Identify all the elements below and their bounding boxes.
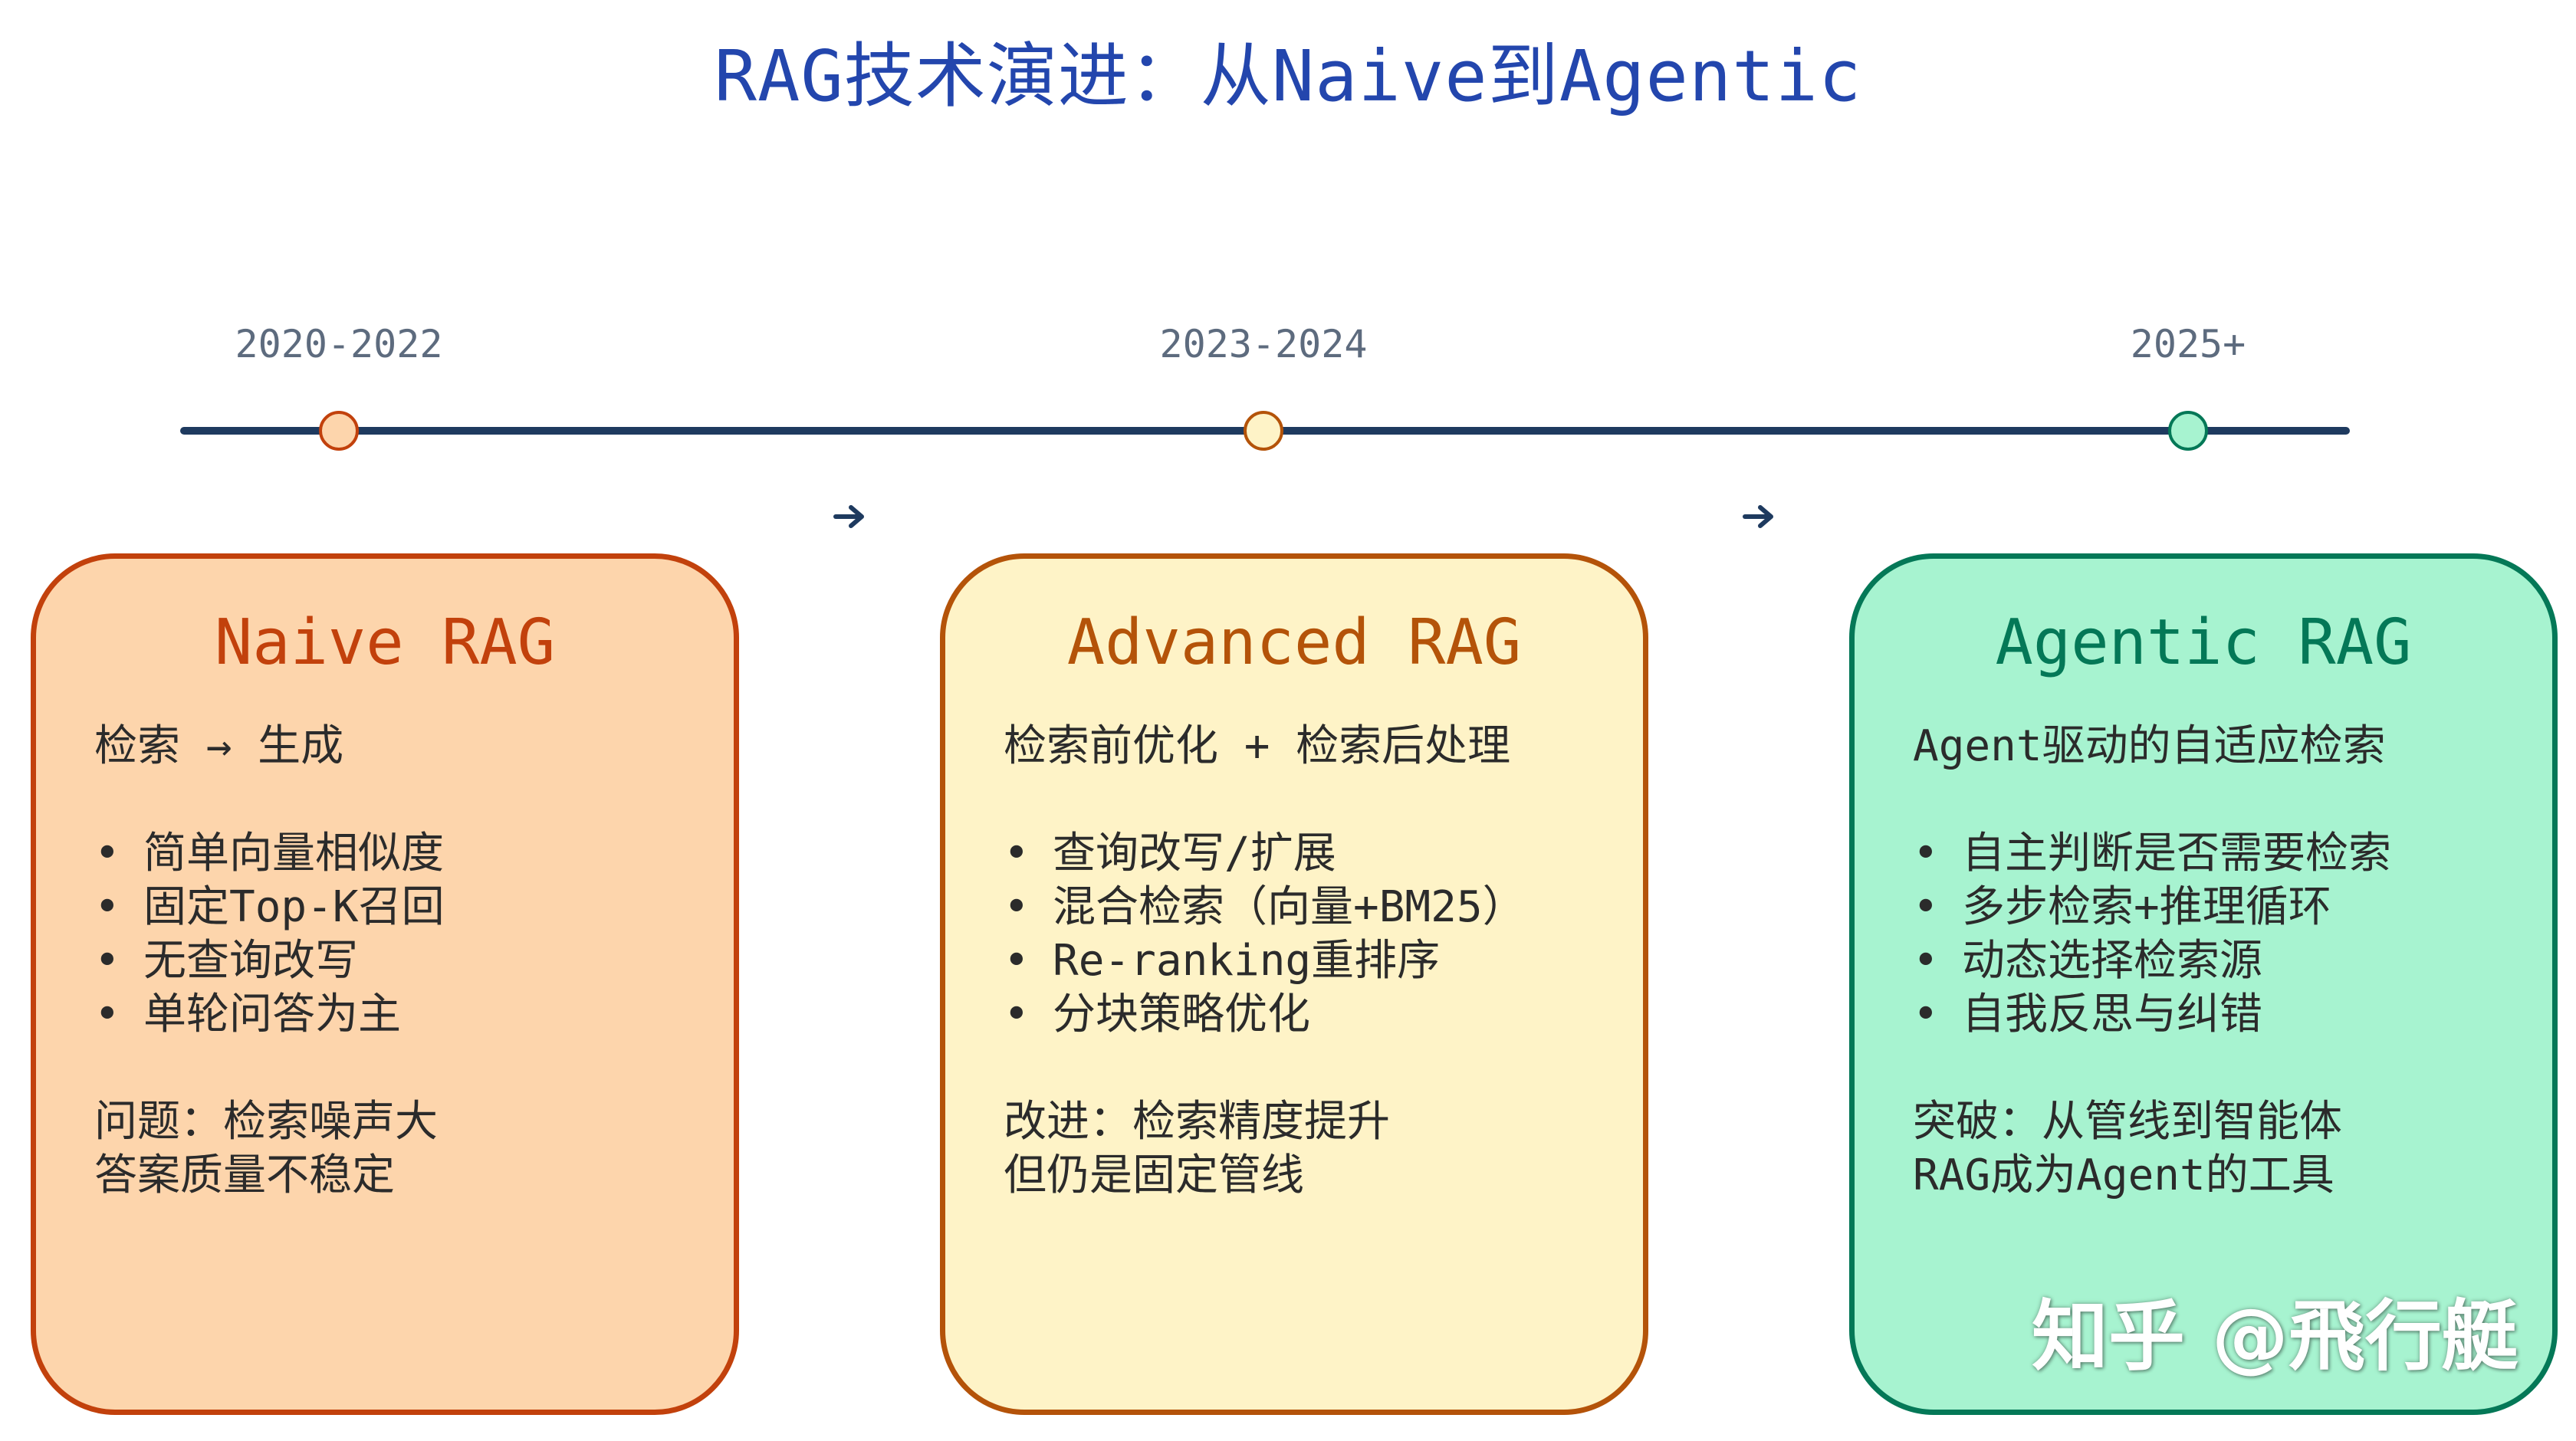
card-body: Agent驱动的自适应检索 •自主判断是否需要检索 •多步检索+推理循环 •动态… — [1913, 720, 2522, 1203]
list-item: •自主判断是否需要检索 — [1913, 829, 2391, 878]
card-subtitle: Agent驱动的自适应检索 — [1913, 721, 2386, 771]
list-item: •分块策略优化 — [1004, 990, 1310, 1039]
arrow-icon — [1743, 505, 1773, 528]
list-item: •动态选择检索源 — [1913, 936, 2262, 986]
list-item: •固定Top-K召回 — [94, 882, 445, 932]
card-note: 改进：检索精度提升 — [1004, 1097, 1390, 1147]
card-note: 突破：从管线到智能体 — [1913, 1097, 2342, 1147]
list-item: •单轮问答为主 — [94, 990, 401, 1039]
card-naive-rag: Naive RAG 检索 → 生成 •简单向量相似度 •固定Top-K召回 •无… — [31, 553, 739, 1415]
timeline-dot-3 — [2168, 411, 2208, 451]
year-label-2: 2023-2024 — [1159, 322, 1368, 366]
timeline-dot-1 — [319, 411, 359, 451]
list-item: •无查询改写 — [94, 936, 358, 986]
card-subtitle: 检索前优化 + 检索后处理 — [1004, 721, 1511, 771]
card-note: RAG成为Agent的工具 — [1913, 1151, 2334, 1200]
timeline — [180, 411, 2350, 528]
list-item: •混合检索（向量+BM25） — [1004, 882, 1526, 932]
card-title: Advanced RAG — [1066, 606, 1522, 679]
list-item: •Re-ranking重排序 — [1004, 936, 1441, 986]
card-subtitle: 检索 → 生成 — [94, 721, 344, 771]
card-note: 答案质量不稳定 — [94, 1151, 395, 1200]
arrow-icon — [833, 505, 864, 528]
card-note: 问题：检索噪声大 — [94, 1097, 438, 1147]
diagram-title: RAG技术演进：从Naive到Agentic — [714, 35, 1862, 117]
card-title: Agentic RAG — [1995, 606, 2412, 679]
watermark: 知乎 @飛行艇 — [2032, 1292, 2518, 1381]
card-title: Naive RAG — [214, 606, 556, 679]
card-advanced-rag: Advanced RAG 检索前优化 + 检索后处理 •查询改写/扩展 •混合检… — [940, 553, 1648, 1415]
list-item: •简单向量相似度 — [94, 829, 444, 878]
timeline-dot-2 — [1244, 411, 1283, 451]
card-note: 但仍是固定管线 — [1004, 1151, 1304, 1200]
year-label-3: 2025+ — [2130, 322, 2246, 366]
list-item: •自我反思与纠错 — [1913, 990, 2262, 1039]
list-item: •查询改写/扩展 — [1004, 829, 1336, 878]
list-item: •多步检索+推理循环 — [1913, 882, 2331, 932]
card-body: 检索前优化 + 检索后处理 •查询改写/扩展 •混合检索（向量+BM25） •R… — [1004, 720, 1612, 1203]
year-label-1: 2020-2022 — [235, 322, 443, 366]
card-body: 检索 → 生成 •简单向量相似度 •固定Top-K召回 •无查询改写 •单轮问答… — [94, 720, 703, 1203]
card-agentic-rag: Agentic RAG Agent驱动的自适应检索 •自主判断是否需要检索 •多… — [1849, 553, 2558, 1415]
